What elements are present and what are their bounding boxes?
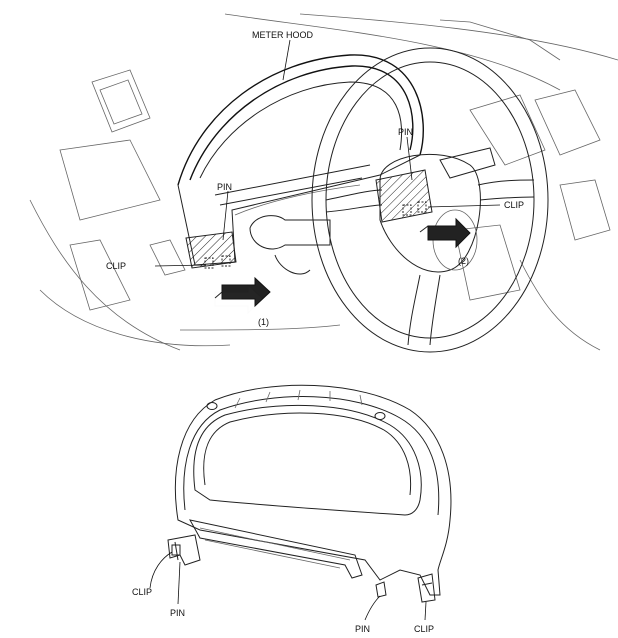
meter-hood-label: METER HOOD	[252, 30, 314, 40]
bottom-clip-label-right: CLIP	[414, 624, 434, 634]
bottom-clip-label-left: CLIP	[132, 587, 152, 597]
pin-label-left: PIN	[217, 182, 232, 192]
clip-label-right: CLIP	[504, 200, 524, 210]
right-clip-zone	[375, 169, 433, 223]
clip-label-left: CLIP	[106, 261, 126, 271]
meter-hood-part-illustration: CLIP PIN PIN CLIP	[132, 384, 452, 634]
arrow-2	[419, 217, 471, 249]
bottom-pin-label-left: PIN	[170, 608, 185, 618]
dashboard-illustration: METER HOOD PIN CLIP PIN CLIP (1) (2)	[29, 13, 618, 353]
left-clip-zone	[185, 231, 237, 269]
arrow-1	[214, 276, 271, 308]
step-2-label: (2)	[458, 256, 469, 266]
bottom-pin-label-right: PIN	[355, 624, 370, 634]
step-1-label: (1)	[258, 317, 269, 327]
pin-label-right: PIN	[398, 127, 413, 137]
